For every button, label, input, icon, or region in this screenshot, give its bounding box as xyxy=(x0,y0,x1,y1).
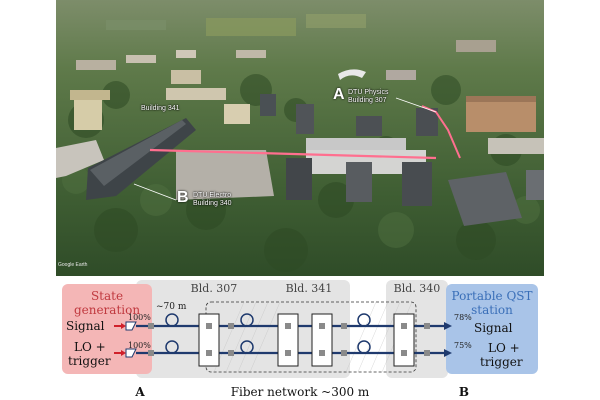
signal-input-percent: 100% xyxy=(128,313,151,322)
lo-output-label-2: trigger xyxy=(480,355,523,369)
patch-panel xyxy=(277,313,299,367)
endpoint-a-letter: A xyxy=(134,385,145,399)
fiber-spool-icon xyxy=(240,340,254,354)
state-generation-title-1: State xyxy=(91,289,123,303)
distance-label: ~70 m xyxy=(156,302,187,312)
site-b-letter: B xyxy=(177,189,189,206)
state-generation-title-2: generation xyxy=(74,303,140,317)
site-a-building: Building 307 xyxy=(348,97,387,104)
patch-panel xyxy=(311,313,333,367)
patch-panel xyxy=(393,313,415,367)
map-attribution: Google Earth xyxy=(58,262,88,268)
site-b-name: DTU Electro xyxy=(193,192,232,199)
signal-arrow-head xyxy=(444,322,452,330)
fiber-spool-icon xyxy=(357,313,371,327)
site-a-name: DTU Physics xyxy=(348,89,389,96)
lo-output-percent: 75% xyxy=(454,341,472,350)
fiber-route-line xyxy=(149,148,437,160)
qst-station-title-2: station xyxy=(471,303,513,317)
aerial-photo: A DTU Physics Building 307 Building 341 … xyxy=(56,0,544,276)
signal-output-label: Signal xyxy=(474,321,513,335)
lo-arrow-head xyxy=(444,349,452,357)
building-341-label: Bld. 341 xyxy=(286,282,333,295)
signal-coupler-icon xyxy=(125,321,137,331)
signal-input-label: Signal xyxy=(66,319,105,333)
fiber-spool-icon xyxy=(357,340,371,354)
building-341-label: Building 341 xyxy=(141,105,180,112)
qst-station-title-1: Portable QST xyxy=(451,289,532,303)
qst-station-box xyxy=(446,284,538,374)
aerial-photo-drawing xyxy=(56,0,544,276)
fiber-connectors xyxy=(148,323,430,356)
building-307-label: Bld. 307 xyxy=(191,282,238,295)
fiber-network-label: Fiber network ~300 m xyxy=(231,385,370,399)
lo-input-label-1: LO + xyxy=(74,340,106,354)
site-a-letter: A xyxy=(333,86,345,103)
building-340-label: Bld. 340 xyxy=(394,282,441,295)
site-b-building: Building 340 xyxy=(193,200,232,207)
lo-coupler-icon xyxy=(125,348,137,358)
fiber-spool-icon xyxy=(165,313,179,327)
fiber-spool-icon xyxy=(240,313,254,327)
fiber-network-diagram: State generation Signal LO + trigger Por… xyxy=(62,280,538,399)
lo-input-percent: 100% xyxy=(128,341,151,350)
fiber-spool-icon xyxy=(165,340,179,354)
lo-output-label-1: LO + xyxy=(488,341,520,355)
signal-output-percent: 78% xyxy=(454,313,472,322)
endpoint-b-letter: B xyxy=(459,385,469,399)
patch-panel xyxy=(198,313,220,367)
lo-input-label-2: trigger xyxy=(68,354,111,368)
